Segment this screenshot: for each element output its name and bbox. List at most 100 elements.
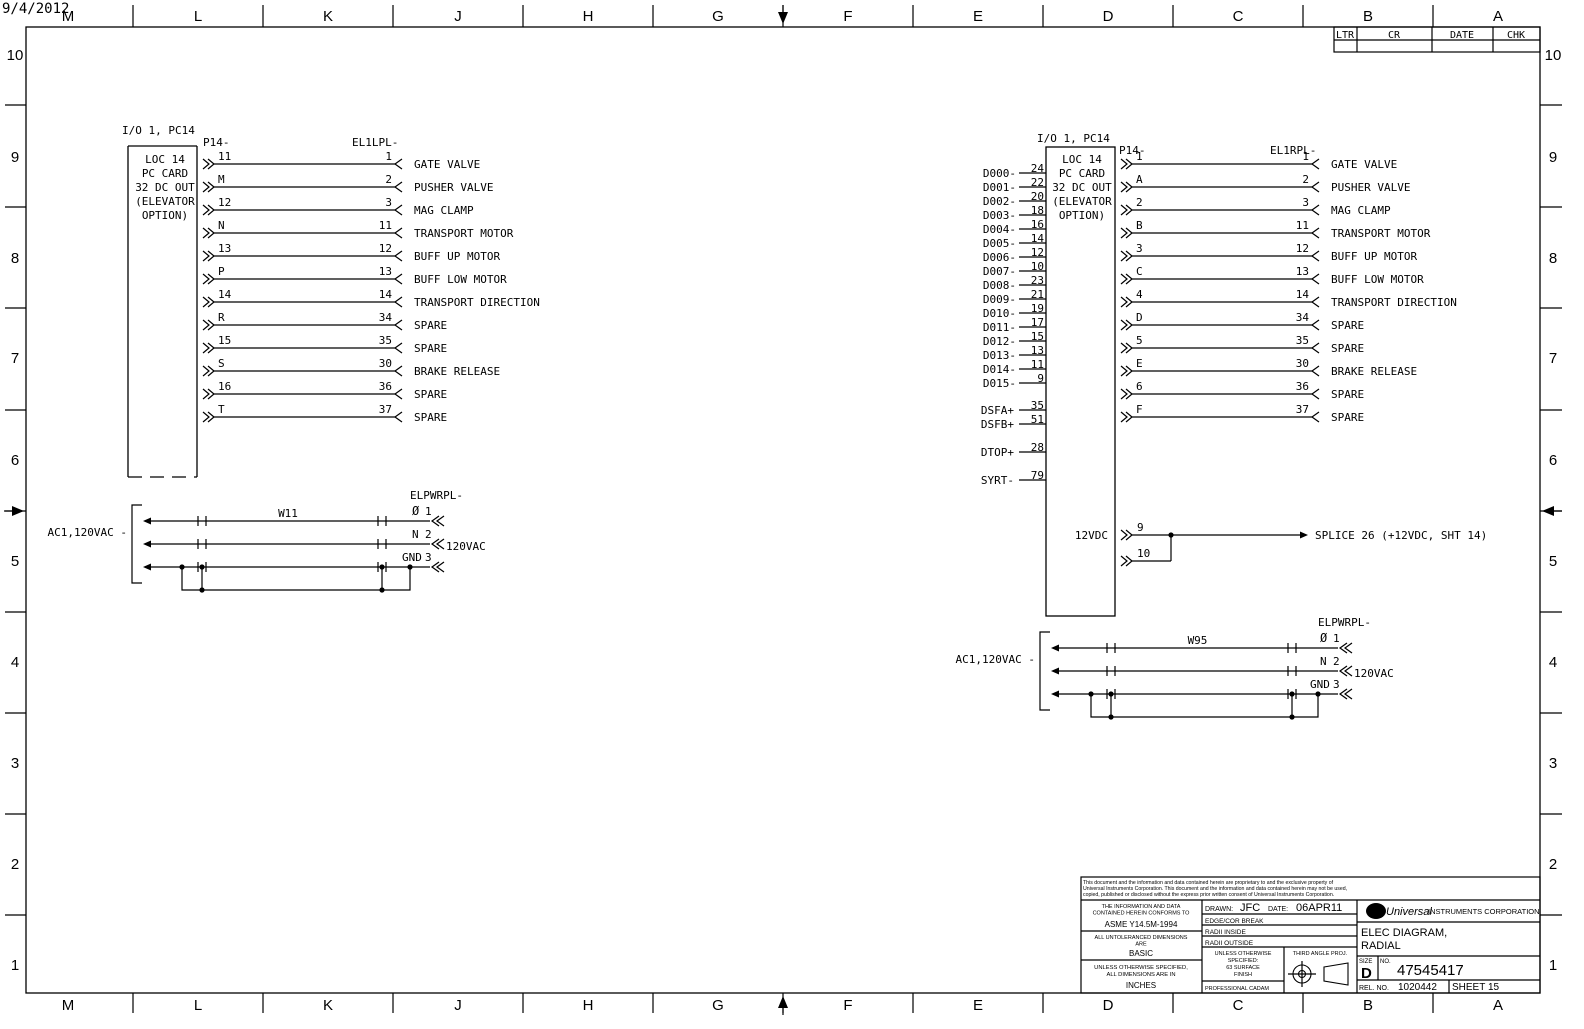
- source-bracket: [131, 504, 142, 584]
- zone-col-bottom: H: [583, 997, 594, 1014]
- signal-pin: 28: [1031, 441, 1044, 454]
- pin-out: 2: [385, 173, 392, 186]
- splice-label: SPLICE 26 (+12VDC, SHT 14): [1315, 529, 1487, 542]
- pin-in: 14: [218, 288, 232, 301]
- signal-label: SPARE: [414, 319, 447, 332]
- connector-pin-symbol: [1120, 529, 1128, 541]
- zone-row-right: 4: [1549, 654, 1557, 671]
- signal-pin: 16: [1031, 218, 1044, 231]
- signal-label: MAG CLAMP: [1331, 204, 1391, 217]
- signal-label: BRAKE RELEASE: [414, 365, 500, 378]
- pin-out: 13: [1296, 265, 1309, 278]
- arrowhead: [1051, 644, 1059, 652]
- pin-out: 3: [385, 196, 392, 209]
- signal-pin: 18: [1031, 204, 1044, 217]
- connector-label: P14-: [1119, 144, 1146, 157]
- pin-out: 14: [1296, 288, 1310, 301]
- zone-col-top: K: [323, 8, 333, 25]
- projection-cone: [1323, 962, 1349, 986]
- sheet-number: SHEET 15: [1452, 982, 1499, 993]
- pin-in: S: [218, 357, 225, 370]
- socket-symbol: [393, 365, 403, 377]
- socket-symbol: [393, 319, 403, 331]
- arrowhead: [1051, 667, 1059, 675]
- socket-symbol: [393, 181, 403, 193]
- socket-symbol: [435, 538, 445, 550]
- zone-col-bottom: G: [712, 997, 724, 1014]
- socket-symbol: [393, 227, 403, 239]
- zone-col-bottom: M: [62, 997, 75, 1014]
- units-label: INCHES: [1126, 981, 1156, 990]
- rel-label: REL. NO.: [1359, 985, 1389, 992]
- pin-in: 12: [218, 196, 231, 209]
- signal-pin: 14: [1031, 232, 1045, 245]
- pin-in: 4: [1136, 288, 1143, 301]
- connector-pin-symbol: [202, 319, 210, 331]
- socket-symbol: [1310, 296, 1320, 308]
- ground-label: GND: [402, 551, 422, 564]
- socket-symbol: [1338, 642, 1348, 654]
- socket-symbol: [1338, 665, 1348, 677]
- ground-label: GND: [1310, 678, 1330, 691]
- revision-header: CHK: [1507, 30, 1525, 41]
- card-text: OPTION): [142, 209, 188, 222]
- title-block-frame: [1080, 876, 1541, 994]
- pin-out: 3: [1302, 196, 1309, 209]
- socket-symbol: [430, 561, 440, 573]
- pin-out: 30: [1296, 357, 1309, 370]
- connector-pin-symbol: [202, 158, 210, 170]
- signal-label: PUSHER VALVE: [1331, 181, 1410, 194]
- projection-label: THIRD ANGLE PROJ.: [1293, 951, 1348, 957]
- voltage-label: 120VAC: [1354, 667, 1394, 680]
- zone-col-top: J: [454, 8, 462, 25]
- signal-name: D008-: [983, 279, 1016, 292]
- signal-name: D011-: [983, 321, 1016, 334]
- source-bracket: [1039, 631, 1050, 711]
- card-title: I/O 1, PC14: [1037, 132, 1110, 145]
- standard-note: CONTAINED HEREIN CONFORMS TO: [1093, 911, 1191, 917]
- edge-note: EDGE/COR BREAK: [1205, 918, 1264, 925]
- zone-col-top: L: [194, 8, 202, 25]
- card-text: OPTION): [1059, 209, 1105, 222]
- connector-pin-symbol: [202, 388, 210, 400]
- zone-row-right: 6: [1549, 452, 1557, 469]
- connector-pin-symbol: [1120, 158, 1128, 170]
- pin-number: 1: [1333, 632, 1340, 645]
- supply-label: 12VDC: [1075, 529, 1108, 542]
- socket-symbol: [430, 538, 440, 550]
- pin-out: 11: [379, 219, 392, 232]
- signal-label: SPARE: [1331, 319, 1364, 332]
- zone-col-bottom: F: [843, 997, 852, 1014]
- pin-in: 15: [218, 334, 231, 347]
- date-label: DATE:: [1268, 906, 1288, 913]
- pin-in: N: [218, 219, 225, 232]
- pin-out: 12: [1296, 242, 1309, 255]
- card-text: PC CARD: [1059, 167, 1105, 180]
- junction-dot: [1289, 714, 1295, 720]
- socket-symbol: [1310, 411, 1320, 423]
- socket-symbol: [1310, 250, 1320, 262]
- card-text: 32 DC OUT: [135, 181, 195, 194]
- signal-pin: 23: [1031, 274, 1044, 287]
- signal-pin: 12: [1031, 246, 1044, 259]
- drawing-title: RADIAL: [1361, 940, 1401, 952]
- socket-symbol: [393, 204, 403, 216]
- signal-label: TRANSPORT DIRECTION: [1331, 296, 1457, 309]
- card-text: LOC 14: [145, 153, 185, 166]
- pin-in: T: [218, 403, 225, 416]
- company-logo-mark: [1366, 903, 1386, 919]
- zone-row-left: 7: [11, 350, 19, 367]
- finish-note: UNLESS OTHERWISE: [1215, 951, 1272, 957]
- signal-name: D013-: [983, 349, 1016, 362]
- pin-in: 2: [1136, 196, 1143, 209]
- size-label: SIZE: [1359, 959, 1372, 965]
- revision-header: DATE: [1450, 30, 1474, 41]
- pin-in: B: [1136, 219, 1143, 232]
- pin-number: 1: [425, 505, 432, 518]
- rel-number: 1020442: [1398, 982, 1437, 993]
- connector-pin-symbol: [202, 250, 210, 262]
- proprietary-notice: Universal Instruments Corporation. This …: [1083, 886, 1347, 892]
- zone-col-bottom: D: [1103, 997, 1114, 1014]
- junction-dot: [1108, 714, 1114, 720]
- connector-pin-symbol: [202, 273, 210, 285]
